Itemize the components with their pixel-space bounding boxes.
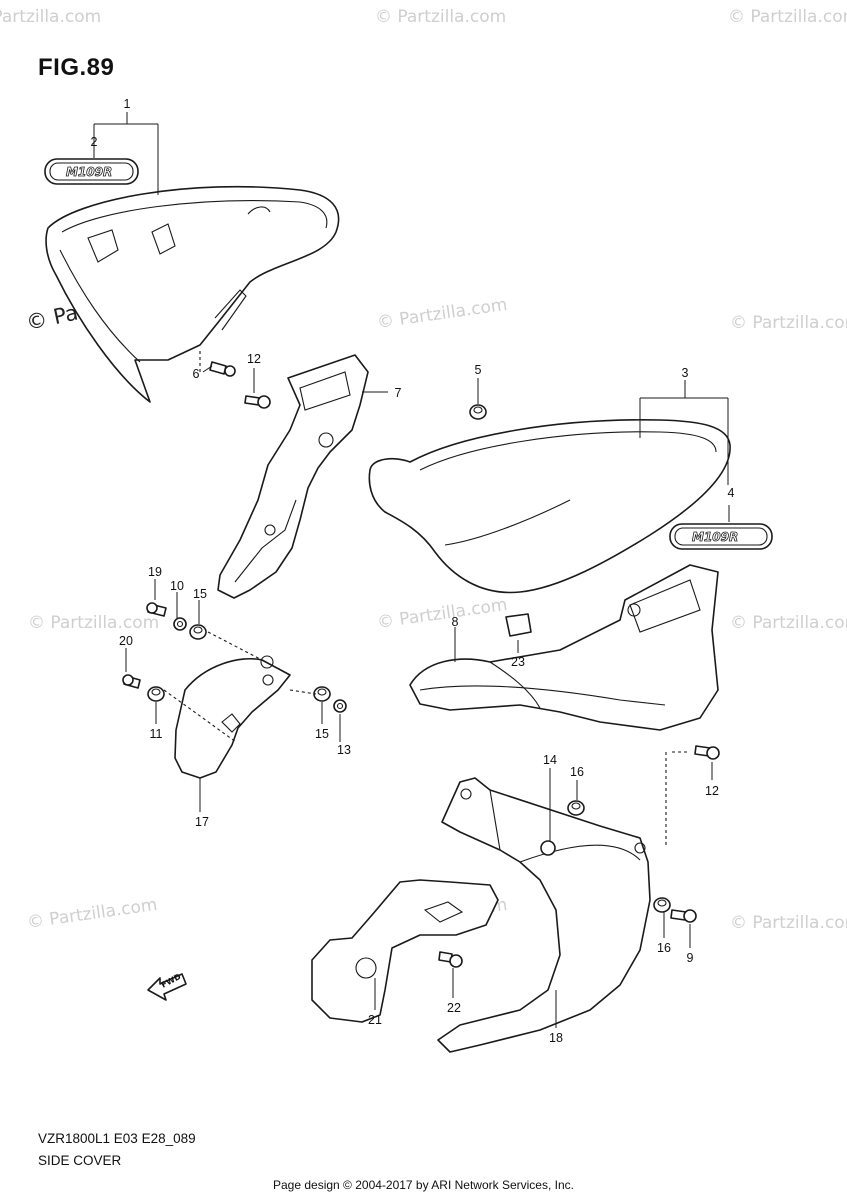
callout-20: 20: [119, 634, 133, 648]
watermark-text: © Partzilla.com: [375, 7, 506, 27]
callout-4: 4: [728, 486, 735, 500]
part-23-pad: [505, 613, 532, 637]
watermark-text: © Partzilla.com: [730, 913, 847, 933]
callout-numbers: 1 2 3 4 5 6 7 8 9 10 11 12 12 13 14 15 1…: [91, 97, 735, 1045]
watermark-text: © Partzilla.com: [0, 7, 101, 27]
fasteners: [122, 361, 720, 968]
watermark-text: © Partzilla.com: [26, 895, 159, 933]
callout-3: 3: [682, 366, 689, 380]
callout-19: 19: [148, 565, 162, 579]
callout-23: 23: [511, 655, 525, 669]
callout-13: 13: [337, 743, 351, 757]
part-8-inner-cover: [409, 564, 719, 731]
watermark-text: © Partzilla.com: [28, 613, 159, 633]
callout-22: 22: [447, 1001, 461, 1015]
forward-direction-arrow: FWD: [147, 972, 187, 1001]
callout-14: 14: [543, 753, 557, 767]
callout-9: 9: [687, 951, 694, 965]
part-21-bracket: [311, 879, 499, 1023]
emblem-text: M109R: [692, 530, 738, 544]
watermark-text: © Partzilla.com: [730, 613, 847, 633]
callout-1: 1: [124, 97, 131, 111]
part-3-rear-side-cover: [368, 419, 731, 594]
callout-11: 11: [150, 727, 163, 741]
part-18-lower-cover: [437, 777, 651, 1053]
callout-5: 5: [475, 363, 482, 377]
callout-21: 21: [368, 1013, 382, 1027]
leader-lines: [93, 112, 730, 1028]
emblem-text: M109R: [66, 165, 112, 179]
callout-6: 6: [193, 367, 200, 381]
part-7-bracket: [217, 354, 369, 599]
callout-16-lower: 16: [657, 941, 671, 955]
part-1-front-side-cover: [45, 185, 340, 403]
callout-8: 8: [452, 615, 459, 629]
callout-10: 10: [170, 579, 184, 593]
watermark-text: © Partzilla.com: [728, 7, 847, 27]
callout-12-lower: 12: [705, 784, 719, 798]
section-name: SIDE COVER: [38, 1153, 122, 1168]
callout-18: 18: [549, 1031, 563, 1045]
watermark-text: © Partzilla.com: [376, 595, 509, 633]
part-17-small-cover: [174, 655, 291, 779]
model-code: VZR1800L1 E03 E28_089: [38, 1131, 196, 1146]
part-2-emblem-left: M109R: [44, 158, 139, 185]
callout-15-lower: 15: [315, 727, 329, 741]
watermark-text: © Partzilla.com: [376, 295, 509, 333]
callout-2: 2: [91, 135, 98, 149]
figure-title: FIG.89: [38, 54, 115, 81]
callout-12-upper: 12: [247, 352, 261, 366]
callout-17: 17: [195, 815, 209, 829]
callout-7: 7: [395, 386, 402, 400]
callout-15-upper: 15: [193, 587, 207, 601]
footer-credit: Page design © 2004-2017 by ARI Network S…: [272, 1178, 574, 1192]
part-4-emblem-right: M109R: [669, 523, 773, 550]
watermark-text: © Partzilla.com: [730, 313, 847, 333]
callout-16-upper: 16: [570, 765, 584, 779]
